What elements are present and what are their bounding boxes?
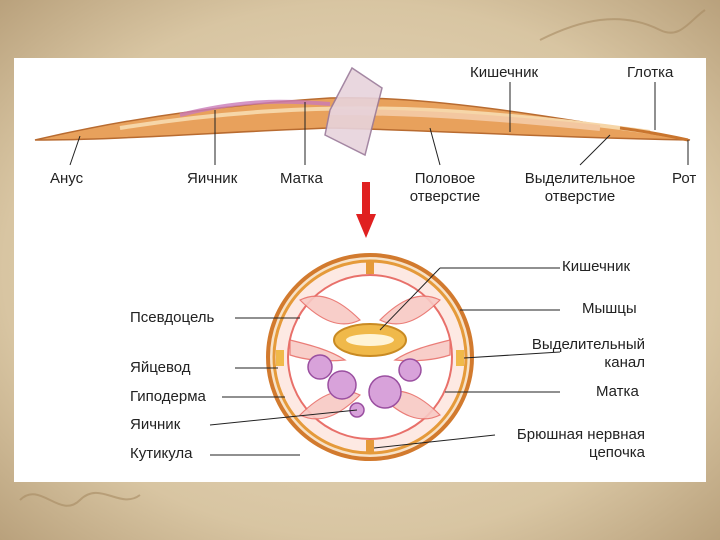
label-cuticle: Кутикула (130, 445, 193, 462)
worm-illustration (34, 66, 691, 157)
label-excretory-opening-line2: отверстие (544, 188, 616, 205)
label-ovary-worm: Яичник (187, 170, 238, 187)
cross-section (266, 253, 474, 461)
down-arrow-icon (356, 182, 376, 238)
label-genital-opening: Половое отверстие (395, 170, 495, 206)
label-uterus-worm: Матка (280, 170, 323, 187)
label-oviduct: Яйцевод (130, 359, 191, 376)
label-excretory-opening: Выделительное отверстие (510, 170, 650, 206)
label-anus: Анус (50, 170, 84, 187)
label-uterus-section: Матка (596, 383, 639, 400)
label-ovary-section: Яичник (130, 416, 181, 433)
label-pseudocoel: Псевдоцель (130, 309, 215, 326)
label-excretory-canal: Выделительный канал (505, 336, 645, 372)
label-excretory-canal-line2: канал (604, 354, 645, 371)
label-genital-opening-line1: Половое (414, 170, 476, 187)
label-intestine-section: Кишечник (562, 258, 631, 275)
label-excretory-canal-line1: Выделительный (531, 336, 645, 353)
label-hypodermis: Гиподерма (130, 388, 206, 405)
label-pharynx: Глотка (627, 64, 674, 81)
label-excretory-opening-line1: Выделительное (524, 170, 636, 187)
label-mouth: Рот (672, 170, 697, 187)
label-nerve-cord: Брюшная нервная цепочка (485, 426, 645, 462)
label-genital-opening-line2: отверстие (409, 188, 481, 205)
label-muscles: Мышцы (582, 300, 637, 317)
label-nerve-cord-line2: цепочка (589, 444, 645, 461)
label-nerve-cord-line1: Брюшная нервная (516, 426, 645, 443)
label-intestine-worm: Кишечник (470, 64, 539, 81)
